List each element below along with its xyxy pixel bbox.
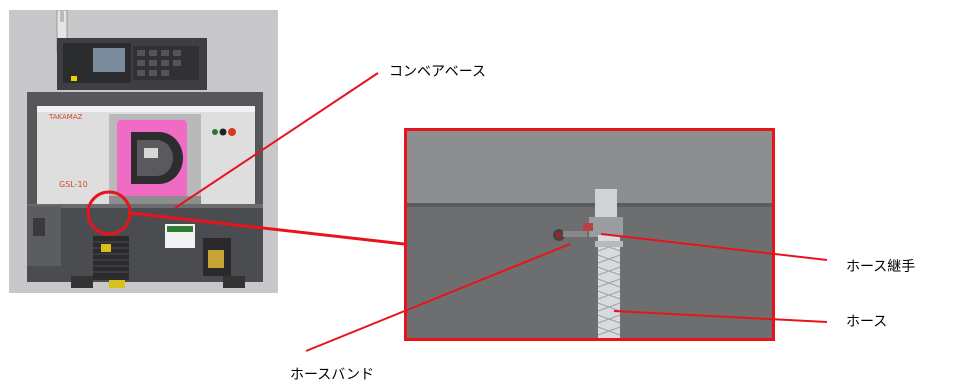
label-hose-band: ホースバンド: [290, 367, 374, 383]
hose-band-leader: [305, 243, 571, 352]
connector-line: [129, 211, 405, 246]
hose-fitting-leader: [600, 233, 828, 261]
zoom-inset-photo: [404, 128, 775, 341]
label-hose-fitting: ホース継手: [846, 259, 916, 275]
hose-closeup-illustration: [407, 131, 772, 338]
label-hose: ホース: [846, 314, 888, 330]
lathe-machine-illustration: [9, 10, 278, 293]
highlight-circle: [86, 190, 132, 236]
hose-leader: [613, 310, 828, 323]
machine-model-text: GSL-10: [59, 180, 88, 189]
machine-brand-text: TAKAMAZ: [49, 113, 83, 121]
machine-photo: [9, 10, 278, 293]
label-conveyor-base: コンベアベース: [389, 64, 487, 80]
conveyor-base-leader: [174, 72, 379, 209]
